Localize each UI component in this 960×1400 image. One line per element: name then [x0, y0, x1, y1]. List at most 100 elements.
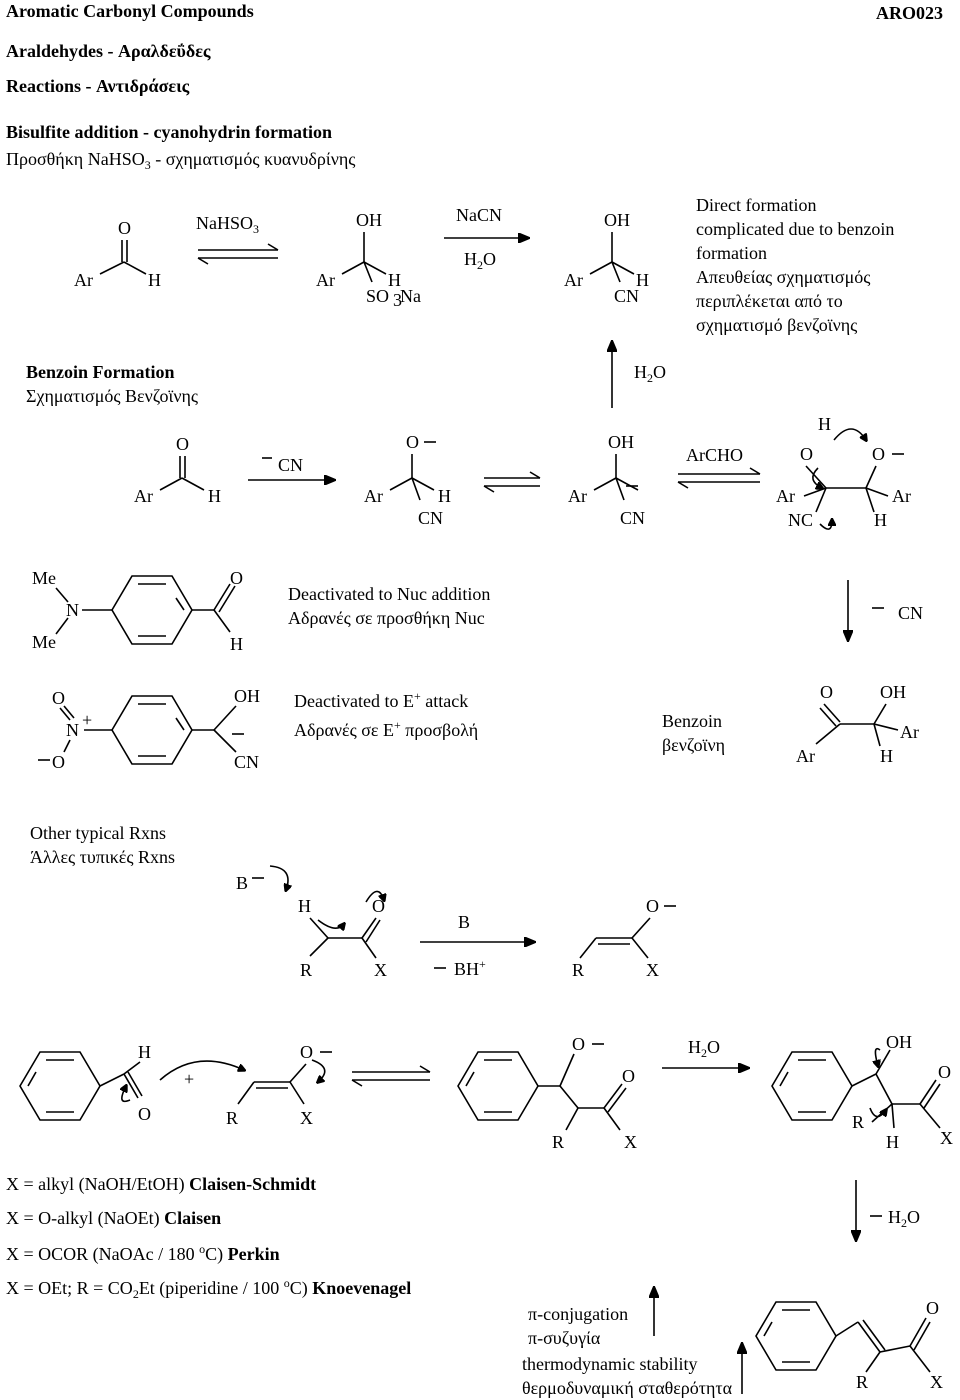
- svg-text:H: H: [818, 414, 831, 434]
- svg-text:N: N: [66, 600, 79, 620]
- reagent-cyanide: CN: [278, 455, 304, 475]
- reagent-nacn: NaCN: [456, 205, 502, 225]
- svg-text:OH: OH: [356, 210, 382, 230]
- svg-text:H: H: [298, 896, 311, 916]
- svg-text:OH: OH: [234, 686, 260, 706]
- svg-text:Na: Na: [400, 286, 421, 306]
- svg-text:H: H: [438, 486, 451, 506]
- svg-text:H: H: [148, 270, 161, 290]
- aldehyde-2: O Ar H: [134, 434, 221, 506]
- thermo-en: thermodynamic stability: [522, 1354, 698, 1374]
- reagent-nahso3: NaHSO3: [196, 213, 259, 236]
- svg-text:O: O: [622, 1066, 635, 1086]
- svg-text:H: H: [874, 510, 887, 530]
- minus-water: H2O: [888, 1207, 920, 1230]
- section2-title-en: Benzoin Formation: [26, 362, 175, 382]
- svg-text:Ar: Ar: [316, 270, 335, 290]
- benzoin-label-gr: βενζοϊνη: [662, 735, 726, 755]
- svg-text:H: H: [880, 746, 893, 766]
- svg-text:R: R: [226, 1108, 238, 1128]
- pi-conj-en: π-conjugation: [528, 1304, 629, 1324]
- note-e-gr: Αδρανές σε E+ προσβολή: [294, 718, 479, 740]
- svg-text:O: O: [230, 568, 243, 588]
- svg-text:H: H: [636, 270, 649, 290]
- svg-text:O: O: [572, 1034, 585, 1054]
- page-code: ARO023: [876, 3, 943, 23]
- svg-text:R: R: [852, 1112, 864, 1132]
- thermo-gr: θερμοδυναμική σταθερότητα: [522, 1378, 733, 1398]
- svg-text:OH: OH: [880, 682, 906, 702]
- svg-text:X: X: [374, 960, 387, 980]
- svg-text:Ar: Ar: [900, 722, 919, 742]
- svg-text:X: X: [940, 1128, 953, 1148]
- svg-text:Ar: Ar: [74, 270, 93, 290]
- reactions-heading: Reactions - Αντιδράσεις: [6, 76, 190, 96]
- bh-label: BH+: [454, 957, 486, 979]
- svg-text:O: O: [820, 682, 833, 702]
- reagent-cyanide-2: CN: [898, 603, 924, 623]
- svg-text:N: N: [66, 720, 79, 740]
- enolate-2: O R X: [226, 1042, 332, 1128]
- benzaldehyde: HO: [19, 1042, 244, 1124]
- svg-text:O: O: [52, 752, 65, 772]
- svg-text:X: X: [624, 1132, 637, 1152]
- svg-text:OH: OH: [608, 432, 634, 452]
- svg-text:Ar: Ar: [564, 270, 583, 290]
- section2-title-gr: Σχηματισμός Βενζοϊνης: [26, 386, 199, 406]
- svg-text:R: R: [552, 1132, 564, 1152]
- note-en-1: Direct formation: [696, 195, 817, 215]
- plus-sign: +: [184, 1069, 195, 1089]
- list-item: X = OEt; R = CO2Et (piperidine / 100 oC)…: [6, 1276, 412, 1301]
- svg-text:H: H: [208, 486, 221, 506]
- reagent-archo: ArCHO: [686, 445, 743, 465]
- svg-text:R: R: [856, 1372, 868, 1392]
- section4-title-en: Other typical Rxns: [30, 823, 166, 843]
- equilibrium-arrow: [197, 243, 279, 265]
- equilibrium-arrow: [483, 471, 541, 493]
- base-label-arrow: B: [458, 912, 471, 932]
- svg-text:O: O: [646, 896, 659, 916]
- note-en-2: complicated due to benzoin: [696, 219, 895, 239]
- note-en-3: formation: [696, 243, 767, 263]
- svg-text:O: O: [800, 444, 813, 464]
- svg-text:OH: OH: [604, 210, 630, 230]
- svg-text:X: X: [300, 1108, 313, 1128]
- note-gr-1: Απευθείας σχηματισμός: [696, 267, 871, 287]
- note-gr-2: περιπλέκεται από το: [696, 291, 843, 311]
- svg-text:H: H: [388, 270, 401, 290]
- svg-text:R: R: [572, 960, 584, 980]
- note-nuc-en: Deactivated to Nuc addition: [288, 584, 491, 604]
- equilibrium-arrow: [351, 1065, 431, 1087]
- svg-text:O: O: [52, 688, 65, 708]
- svg-text:O: O: [138, 1104, 151, 1124]
- svg-text:H: H: [230, 634, 243, 654]
- benzoin-label-en: Benzoin: [662, 711, 722, 731]
- svg-text:O: O: [176, 434, 189, 454]
- note-nuc-gr: Αδρανές σε προσθήκη Nuc: [288, 608, 485, 628]
- subtitle: Araldehydes - Αραλδεΰδες: [6, 41, 211, 61]
- svg-text:OH: OH: [886, 1032, 912, 1052]
- reagent-water: H2O: [464, 249, 496, 272]
- svg-text:O: O: [300, 1042, 313, 1062]
- list-item: X = O-alkyl (NaOEt) Claisen: [6, 1208, 222, 1228]
- svg-text:Ar: Ar: [796, 746, 815, 766]
- svg-text:Ar: Ar: [776, 486, 795, 506]
- svg-text:Ar: Ar: [134, 486, 153, 506]
- svg-text:R: R: [300, 960, 312, 980]
- svg-text:H: H: [138, 1042, 151, 1062]
- svg-text:O: O: [872, 444, 885, 464]
- section1-title-en: Bisulfite addition - cyanohydrin formati…: [6, 122, 333, 142]
- svg-text:X: X: [930, 1372, 943, 1392]
- equilibrium-arrow: [677, 467, 761, 489]
- list-item: X = alkyl (NaOH/EtOH) Claisen-Schmidt: [6, 1174, 317, 1194]
